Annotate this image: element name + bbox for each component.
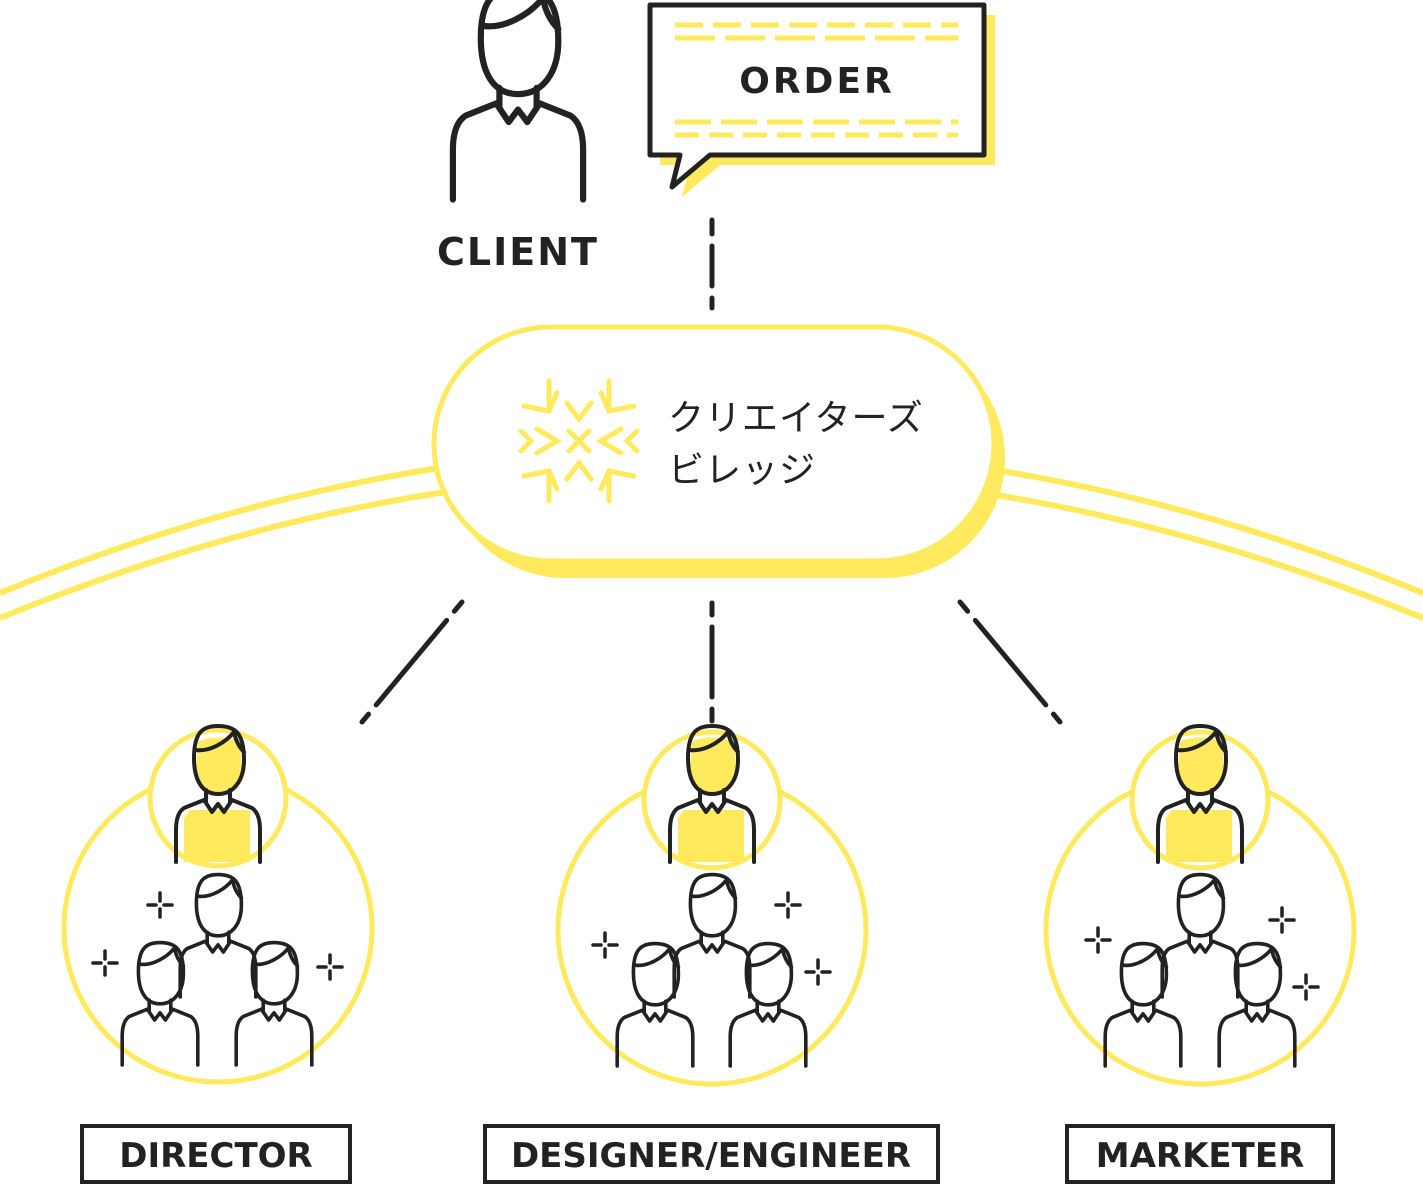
order-bubble: ORDER <box>647 2 995 197</box>
team-designer-engineer: DESIGNER/ENGINEER <box>483 726 940 1184</box>
team-designer-engineer-label: DESIGNER/ENGINEER <box>511 1136 911 1176</box>
hub-pill: クリエイターズ ビレッジ <box>431 324 1005 578</box>
team-marketer-label: MARKETER <box>1096 1136 1305 1176</box>
team-director: DIRECTOR <box>61 726 375 1184</box>
order-label: ORDER <box>739 61 895 102</box>
hub-name-line1: クリエイターズ <box>668 398 924 439</box>
team-director-label: DIRECTOR <box>119 1136 313 1176</box>
client-icon <box>453 0 583 200</box>
hub-name-line2: ビレッジ <box>668 450 816 491</box>
client-label: CLIENT <box>437 230 599 274</box>
speech-bubble-icon <box>647 2 987 190</box>
connector-hub-director <box>359 599 465 725</box>
team-marketer: MARKETER <box>1043 726 1357 1184</box>
connector-hub-marketer <box>957 599 1063 725</box>
snowflake-logo-icon <box>518 378 640 504</box>
